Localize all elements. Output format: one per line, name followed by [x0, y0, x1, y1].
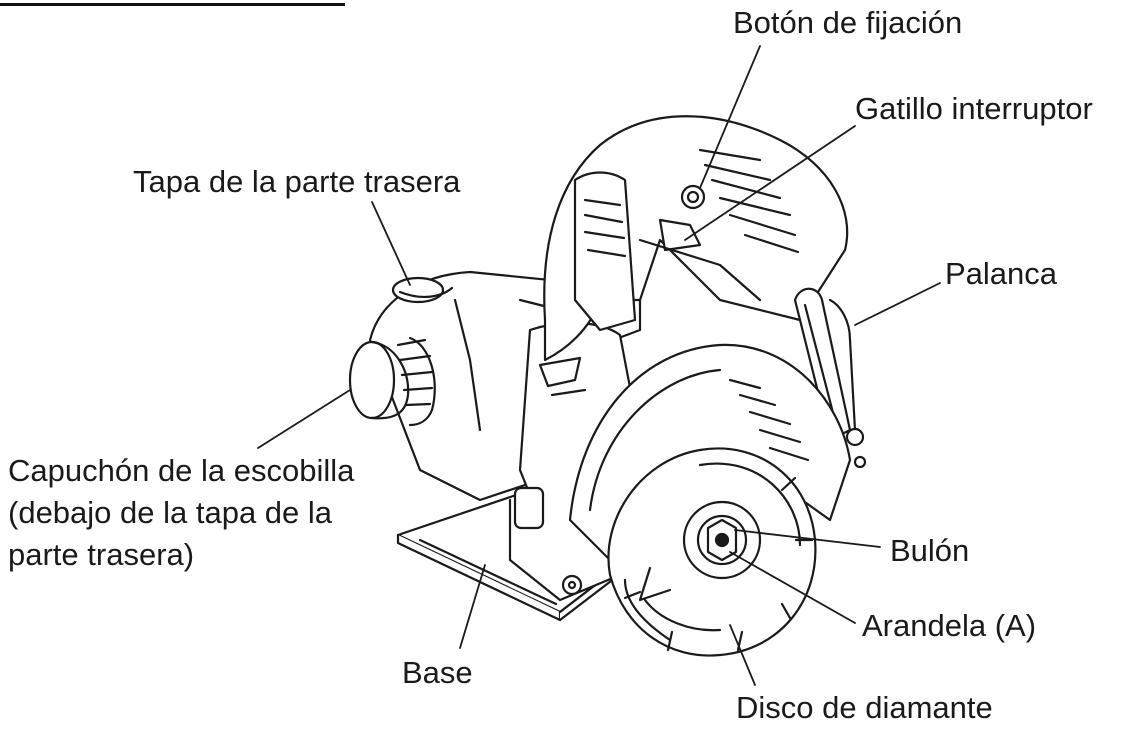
label-palanca: Palanca [945, 256, 1058, 291]
label-bulon: Bulón [890, 533, 970, 568]
leader-lines [258, 46, 940, 685]
handle [544, 116, 847, 360]
header-rule [0, 3, 345, 6]
label-capuchon-2: (debajo de la tapa de la [8, 495, 333, 530]
label-capuchon-3: parte trasera) [8, 537, 195, 572]
label-capuchon-1: Capuchón de la escobilla [8, 453, 355, 488]
label-gatillo-interruptor: Gatillo interruptor [855, 91, 1093, 126]
label-tapa-trasera: Tapa de la parte trasera [133, 164, 461, 199]
label-boton-fijacion: Botón de fijación [733, 5, 963, 40]
label-arandela: Arandela (A) [862, 608, 1037, 643]
label-base: Base [402, 655, 473, 690]
label-disco-diamante: Disco de diamante [736, 690, 993, 725]
diamond-blade [608, 448, 815, 655]
